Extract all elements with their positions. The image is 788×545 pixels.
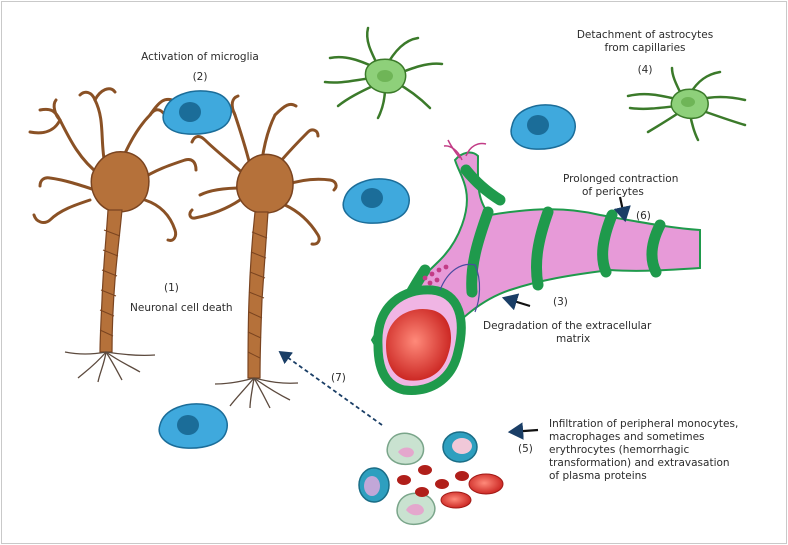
infiltrating-cells <box>358 431 504 526</box>
astrocyte-1 <box>323 26 444 120</box>
label-5-text-line1: Infiltration of peripheral monocytes, <box>549 418 739 430</box>
erythrocytes <box>397 465 469 497</box>
capillary <box>370 139 701 395</box>
label-7-number: (7) <box>331 372 346 384</box>
arrow-7-dashed <box>278 350 383 426</box>
microglia-cell-1 <box>162 90 232 135</box>
microglia-cell-4 <box>158 403 228 449</box>
macrophage-1 <box>386 432 425 466</box>
label-1-number: (1) <box>164 282 179 294</box>
neuron-left <box>28 87 198 383</box>
label-4-number: (4) <box>637 64 653 76</box>
label-3-number: (3) <box>553 296 568 308</box>
label-5-text-line2: macrophages and sometimes <box>549 431 705 443</box>
microglia-cell-2 <box>510 104 576 150</box>
label-1-text: Neuronal cell death <box>130 302 233 314</box>
neuron-right <box>188 94 338 409</box>
label-3-text-line2: matrix <box>556 333 591 345</box>
arrow-5 <box>507 422 539 440</box>
label-5-text-line4: transformation) and extravasation <box>549 457 730 469</box>
label-6-number: (6) <box>636 210 651 222</box>
label-6-text-line1: Prolonged contraction <box>563 173 679 185</box>
arrow-3 <box>501 293 531 311</box>
label-5-number: (5) <box>518 443 533 455</box>
microglia-cell-3 <box>342 178 410 224</box>
label-5-text-line3: erythrocytes (hemorrhagic <box>549 444 690 456</box>
astrocyte-2 <box>626 66 747 142</box>
label-3-text-line1: Degradation of the extracellular <box>483 320 652 332</box>
monocyte-2 <box>358 467 390 503</box>
label-6-text-line2: of pericytes <box>582 186 644 198</box>
arrow-6 <box>613 196 631 223</box>
monocyte-1 <box>442 431 478 463</box>
macrophage-2 <box>396 492 436 526</box>
label-4-text-line2: from capillaries <box>604 42 686 54</box>
label-2-number: (2) <box>192 71 208 83</box>
label-5-text-line5: of plasma proteins <box>549 470 647 482</box>
label-4-text-line1: Detachment of astrocytes <box>576 29 714 41</box>
label-2-text: Activation of microglia <box>141 51 259 63</box>
